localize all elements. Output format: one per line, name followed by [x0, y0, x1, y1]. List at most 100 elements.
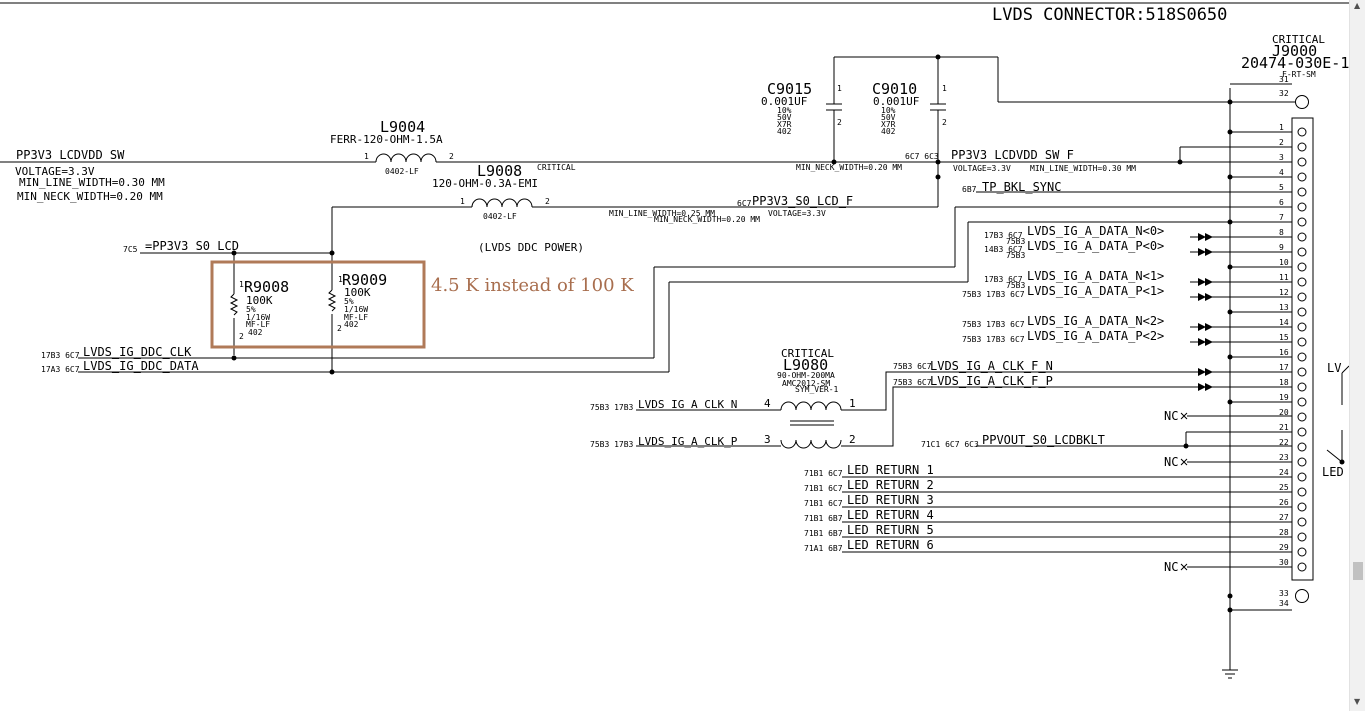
l9080-ref: L9080	[783, 356, 828, 374]
offpage-led-arrow: LED	[1322, 430, 1345, 479]
xref-data-p0: 14B3 6C7	[984, 245, 1023, 254]
c9015-ref: C9015	[767, 80, 812, 98]
xref-led5: 71B1 6B7	[804, 529, 843, 538]
resistor-r9009[interactable]: 1 R9009 100K 5% 1/16W MF-LF 402 2	[327, 253, 387, 370]
junction-dot	[935, 174, 941, 180]
scroll-down-arrow-icon[interactable]: ▼	[1354, 697, 1361, 706]
capacitor-c9015[interactable]: C9015 0.001UF 10% 50V X7R 402 1 2	[761, 57, 842, 162]
connector-pin-contact	[1297, 352, 1307, 362]
connector-pin-contact	[1297, 262, 1307, 272]
c9010-ref: C9010	[872, 80, 917, 98]
c9015-voltage: 50V	[777, 113, 792, 122]
r9009-pin2: 2	[337, 324, 342, 333]
offpage-lv-label: LV	[1327, 361, 1341, 375]
connector-pin-contact	[1297, 547, 1307, 557]
net-label-led5: LED_RETURN_5	[847, 523, 934, 537]
connector-pin-number: 9	[1279, 243, 1284, 252]
xref-s0-lcd-f: 6C7	[737, 199, 752, 208]
connector-pin-number: 15	[1279, 333, 1289, 342]
l9008-value: 120-OHM-0.3A-EMI	[432, 177, 538, 190]
connector-pin-contact	[1297, 367, 1307, 377]
c9010-package: 402	[881, 127, 896, 136]
connector-pin-contact	[1297, 202, 1307, 212]
net-voltage-prop: VOLTAGE=3.3V	[15, 165, 95, 178]
bidirectional-arrow-icon	[1198, 338, 1213, 346]
r9008-value: 100K	[246, 294, 273, 307]
net-min-line-prop: MIN_LINE_WIDTH=0.30 MM	[19, 176, 165, 189]
connector-pin-number: 8	[1279, 228, 1284, 237]
connector-pin-contact	[1297, 277, 1307, 287]
connector-footprint: F-RT-SM	[1282, 70, 1316, 79]
connector-pin-contact	[1297, 502, 1307, 512]
net-f-min-line: MIN_LINE_WIDTH=0.30 MM	[1030, 164, 1136, 173]
nc-marker-pin30: NC	[1164, 560, 1292, 574]
junction-dot	[1227, 399, 1233, 405]
connector-pin-number: 11	[1279, 273, 1289, 282]
xref-clk-n: 75B3 17B3	[590, 403, 634, 412]
r9009-pin1: 1	[338, 275, 343, 284]
net-label-clk-n: LVDS_IG_A_CLK_N	[638, 398, 737, 411]
xref-data-n2: 75B3 17B3 6C7	[962, 320, 1025, 329]
l9004-value: FERR-120-OHM-1.5A	[330, 133, 443, 146]
connector-pin-number: 5	[1279, 183, 1284, 192]
scroll-up-arrow-icon[interactable]: ▲	[1354, 1, 1361, 10]
scrollbar-thumb[interactable]	[1353, 562, 1363, 580]
l9080-pin1: 1	[849, 397, 856, 410]
junction-dot	[1227, 593, 1233, 599]
net-label-tp-bkl-sync: TP_BKL_SYNC	[982, 180, 1061, 194]
net-label-ddc-data: LVDS_IG_DDC_DATA	[83, 359, 199, 373]
capacitor-c9010[interactable]: C9010 0.001UF 10% 50V X7R 402 1 2	[872, 57, 947, 207]
net-lvds-ig-ddc-clk[interactable]: 17B3 6C7 LVDS_IG_DDC_CLK	[41, 206, 1292, 361]
highlight-box	[210, 260, 426, 349]
junction-dot	[831, 159, 837, 165]
net-s0-voltage: VOLTAGE=3.3V	[768, 209, 826, 218]
net-label-clk-f-n: LVDS_IG_A_CLK_F_N	[930, 359, 1053, 373]
net-label-clk-f-p: LVDS_IG_A_CLK_F_P	[930, 374, 1053, 388]
connector-pin-contact	[1297, 487, 1307, 497]
inductor-l9004[interactable]: L9004 FERR-120-OHM-1.5A 1 2 0402-LF	[330, 118, 454, 176]
connector-pin-contact	[1297, 427, 1307, 437]
xref-clk-f-p: 75B3 6C7	[893, 378, 932, 387]
xref-ddc-clk: 17B3 6C7	[41, 351, 80, 360]
connector-pins: 3132123456789101112131415161718192021222…	[1190, 75, 1307, 608]
led-returns[interactable]: 71B1 6C7 LED_RETURN_1 71B1 6C7 LED_RETUR…	[804, 463, 1292, 553]
connector-pin-contact	[1297, 247, 1307, 257]
net-label-pp3v3-lcdvdd-sw: PP3V3_LCDVDD_SW	[16, 148, 125, 162]
connector-part-number: 20474-030E-1	[1241, 54, 1349, 72]
xref-data-p1: 75B3 17B3 6C7	[962, 290, 1025, 299]
net-label-clk-p: LVDS_IG_A_CLK_P	[638, 435, 738, 448]
vertical-scrollbar[interactable]: ▲ ▼	[1349, 0, 1365, 711]
inductor-l9008[interactable]: L9008 CRITICAL 120-OHM-0.3A-EMI 1 2 0402…	[432, 162, 576, 221]
l9080-value: 90-OHM-200MA	[777, 371, 835, 380]
connector-pin-contact	[1297, 217, 1307, 227]
xref-led6: 71A1 6B7	[804, 544, 843, 553]
offpage-lv-arrow: LV	[1327, 361, 1350, 405]
r9008-power: 1/16W	[246, 313, 270, 322]
lvds-data-pairs[interactable]: 17B3 6C7 75B3 LVDS_IG_A_DATA_N<0> 14B3 6…	[962, 224, 1164, 344]
connector-pin-number: 28	[1279, 528, 1289, 537]
net-lvds-ig-ddc-data[interactable]: 17A3 6C7 LVDS_IG_DDC_DATA	[41, 221, 1292, 375]
net-label-led2: LED_RETURN_2	[847, 478, 934, 492]
l9004-ref: L9004	[380, 118, 425, 136]
resistor-r9008[interactable]: 1 R9008 100K 5% 1/16W MF-LF 402 2	[229, 253, 289, 355]
connector-pin-number: 34	[1279, 599, 1289, 608]
c9015-pin1: 1	[837, 84, 842, 93]
connector-pin-number: 26	[1279, 498, 1289, 507]
junction-dot	[1227, 264, 1233, 270]
connector-pin-number: 31	[1279, 75, 1289, 84]
connector-pin-number: 13	[1279, 303, 1289, 312]
net-s0-min-neck: MIN_NECK_WIDTH=0.20 MM	[654, 215, 760, 224]
connector-pin-number: 21	[1279, 423, 1289, 432]
xref-led1: 71B1 6C7	[804, 469, 843, 478]
junction-dot	[935, 159, 941, 165]
net-s0-min-line: MIN_LINE_WIDTH=0.25 MM	[609, 209, 715, 218]
net-pp3v3-lcdvdd-sw[interactable]: PP3V3_LCDVDD_SW VOLTAGE=3.3V MIN_LINE_WI…	[0, 148, 376, 203]
r9008-package: 402	[248, 328, 263, 337]
r9009-power: 1/16W	[344, 305, 368, 314]
net-label-data-p1: LVDS_IG_A_DATA_P<1>	[1027, 284, 1164, 298]
connector-pin-contact	[1297, 472, 1307, 482]
connector-pin-number: 3	[1279, 153, 1284, 162]
connector-mount-pins	[1295, 95, 1309, 603]
common-mode-choke-l9080[interactable]: CRITICAL L9080 90-OHM-200MA AMC2012-SM S…	[764, 347, 856, 449]
r9008-pin2: 2	[239, 332, 244, 341]
